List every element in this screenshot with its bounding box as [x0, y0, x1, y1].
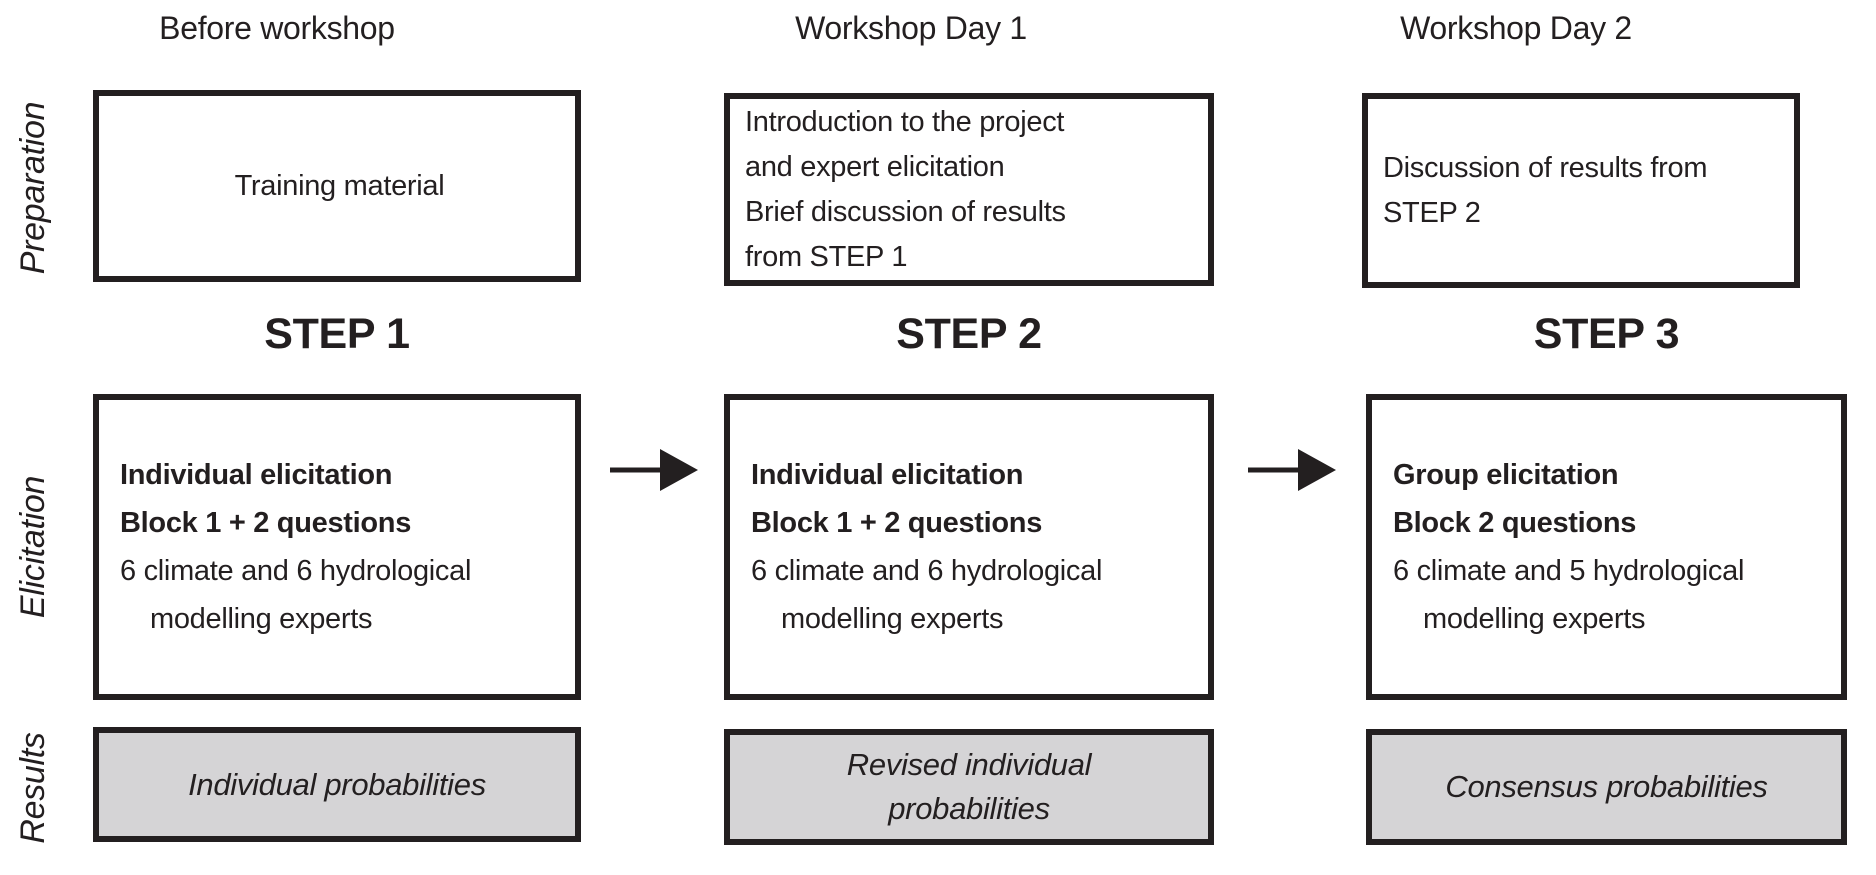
elicitation-title: Group elicitation [1393, 459, 1619, 491]
preparation-text: Training material [234, 169, 445, 202]
column-header-workshop-day-2: Workshop Day 2 [1400, 10, 1632, 46]
row-label-results: Results [14, 732, 52, 844]
column-header-before-workshop: Before workshop [159, 10, 395, 46]
preparation-box-step3: Discussion of results from STEP 2 [1362, 93, 1800, 288]
preparation-box-step2: Introduction to the project and expert e… [724, 93, 1214, 286]
results-box-step3: Consensus probabilities [1366, 729, 1847, 845]
arrow-right-icon [1248, 449, 1336, 491]
preparation-text: and expert elicitation [745, 150, 1005, 183]
flow-arrow-step1-to-step2 [608, 446, 700, 494]
elicitation-subtitle: Block 2 questions [1393, 507, 1637, 539]
step-3-label: STEP 3 [1533, 310, 1680, 358]
preparation-text: Brief discussion of results [745, 195, 1066, 228]
result-text: Consensus probabilities [1445, 769, 1768, 804]
preparation-text: from STEP 1 [745, 240, 908, 273]
preparation-text: Discussion of results from [1383, 151, 1708, 184]
result-text: probabilities [888, 791, 1050, 826]
elicitation-box-step1: Individual elicitation Block 1 + 2 quest… [93, 394, 581, 700]
elicitation-detail: 6 climate and 5 hydrological [1393, 555, 1745, 587]
preparation-box-step1: Training material [93, 90, 581, 282]
elicitation-box-step2: Individual elicitation Block 1 + 2 quest… [724, 394, 1214, 700]
elicitation-title: Individual elicitation [751, 459, 1024, 491]
results-box-step1: Individual probabilities [93, 727, 581, 842]
elicitation-detail: modelling experts [781, 603, 1004, 635]
arrow-right-icon [610, 449, 698, 491]
preparation-text: Introduction to the project [745, 105, 1065, 138]
elicitation-detail: 6 climate and 6 hydrological [120, 555, 472, 587]
elicitation-title: Individual elicitation [120, 459, 393, 491]
step-2-label: STEP 2 [896, 310, 1042, 358]
results-box-step2: Revised individual probabilities [724, 729, 1214, 845]
result-text: Revised individual [846, 747, 1092, 782]
elicitation-detail: 6 climate and 6 hydrological [751, 555, 1103, 587]
elicitation-subtitle: Block 1 + 2 questions [751, 507, 1043, 539]
elicitation-box-step3: Group elicitation Block 2 questions 6 cl… [1366, 394, 1847, 700]
preparation-text: STEP 2 [1383, 196, 1481, 229]
result-text: Individual probabilities [188, 766, 486, 802]
elicitation-detail: modelling experts [150, 603, 373, 635]
column-header-workshop-day-1: Workshop Day 1 [795, 10, 1027, 46]
flow-arrow-step2-to-step3 [1246, 446, 1338, 494]
step-1-label: STEP 1 [264, 310, 410, 358]
elicitation-subtitle: Block 1 + 2 questions [120, 507, 412, 539]
row-label-preparation: Preparation [14, 101, 52, 275]
elicitation-detail: modelling experts [1423, 603, 1646, 635]
